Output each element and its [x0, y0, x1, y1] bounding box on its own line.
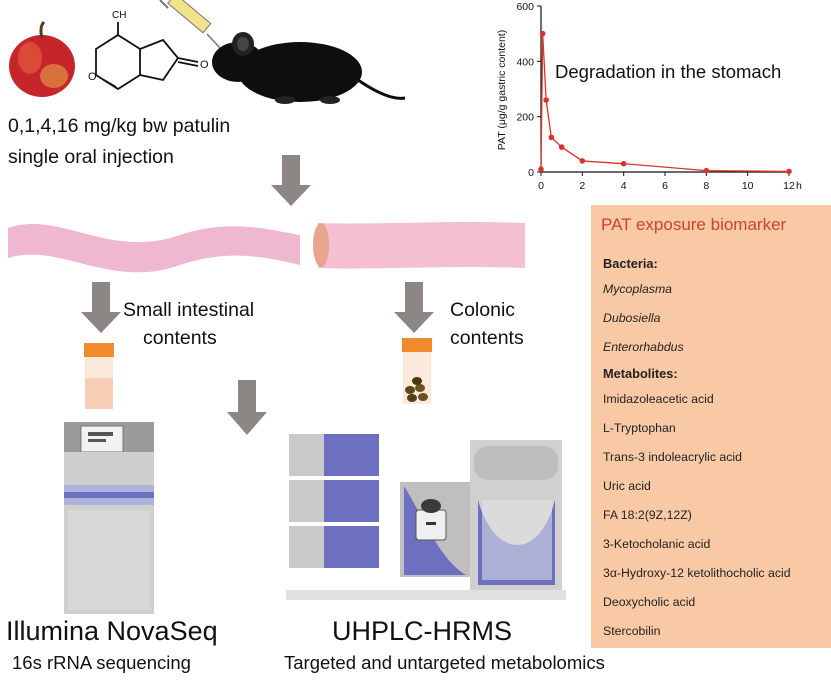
chart-y-tick-label: 600 — [516, 1, 534, 13]
syringe-icon — [159, 0, 221, 49]
chart-data-point — [703, 167, 710, 174]
down-arrow-colon — [394, 282, 434, 333]
mass-spec-icon — [470, 440, 562, 590]
chart-x-tick-label: 8 — [703, 180, 709, 192]
chart-x-tick-label: 0 — [538, 180, 544, 192]
chart-data-point — [538, 166, 544, 173]
colon-shape — [318, 222, 525, 269]
top-illustrations: CH O O — [9, 0, 406, 104]
bacteria-item: Mycoplasma — [603, 282, 673, 296]
chart-data-point — [620, 160, 627, 167]
bacteria-item: Dubosiella — [603, 311, 661, 325]
metabolite-item: L-Tryptophan — [603, 421, 676, 435]
dose-line-2: single oral injection — [8, 146, 174, 168]
small-intestinal-label-2: contents — [143, 327, 217, 349]
bacteria-heading: Bacteria: — [603, 256, 658, 271]
down-arrow-middle — [227, 380, 267, 435]
chart-y-axis-label: PAT (μg/g gastric content) — [496, 30, 508, 150]
colonic-label-2: contents — [450, 327, 524, 349]
bacteria-item: Enterorhabdus — [603, 340, 684, 354]
sample-tube-small-intestine — [84, 343, 114, 409]
chart-data-point — [543, 97, 549, 103]
down-arrow-small-intestine — [81, 282, 121, 333]
metabolite-item: 3α-Hydroxy-12 ketolithocholic acid — [603, 566, 791, 580]
metabolite-item: FA 18:2(9Z,12Z) — [603, 508, 692, 522]
chart-data-point — [539, 30, 546, 37]
down-arrow-top — [271, 155, 311, 206]
chart-data-point — [579, 158, 586, 164]
colonic-label-1: Colonic — [450, 299, 516, 321]
metabolite-item: Trans-3 indoleacrylic acid — [603, 450, 742, 464]
degradation-chart: PAT (μg/g gastric content) 0 200 400 600 0 2 4… — [496, 1, 802, 192]
chart-y-tick-label: 0 — [528, 167, 534, 179]
right-instrument-subtitle: Targeted and untargeted metabolomics — [284, 652, 605, 673]
dose-line-1: 0,1,4,16 mg/kg bw patulin — [8, 115, 231, 137]
mouse-icon — [212, 32, 406, 104]
chart-x-tick-label: 4 — [621, 180, 627, 192]
chart-y-tick-label: 200 — [516, 112, 534, 124]
metabolite-item: Stercobilin — [603, 624, 661, 638]
chart-y-tick-label: 400 — [516, 56, 534, 68]
metabolite-item: 3-Ketocholanic acid — [603, 537, 711, 551]
chart-x-tick-label: 10 — [742, 180, 754, 192]
chart-x-tick-label: 12 — [783, 180, 795, 192]
svg-text:O: O — [200, 59, 209, 71]
chart-data-point — [786, 168, 792, 175]
bench-shadow — [286, 590, 566, 600]
sequencer-icon — [64, 422, 154, 614]
chart-annotation: Degradation in the stomach — [555, 61, 781, 82]
flow-graphics — [8, 155, 525, 435]
left-instrument-title: Illumina NovaSeq — [6, 616, 218, 646]
colon-end — [313, 223, 329, 267]
metabolite-item: Deoxycholic acid — [603, 595, 696, 609]
biomarker-panel-title: PAT exposure biomarker — [601, 215, 787, 234]
chart-x-tick-label: 2 — [579, 180, 585, 192]
chart-x-tick-label: 6 — [662, 180, 668, 192]
sample-tube-colon — [402, 338, 432, 404]
chart-series — [538, 30, 792, 175]
small-intestinal-label-1: Small intestinal — [123, 299, 255, 321]
metabolites-heading: Metabolites: — [603, 366, 678, 381]
small-intestine-shape — [8, 223, 300, 273]
svg-text:O: O — [88, 71, 97, 83]
left-instrument-subtitle: 16s rRNA sequencing — [12, 652, 191, 673]
chart-x-axis-label: h — [796, 180, 802, 192]
molecule-ch-label: CH — [112, 10, 126, 21]
chart-data-point — [558, 144, 565, 150]
apple-icon — [9, 20, 75, 97]
patulin-molecule-icon — [95, 22, 199, 91]
instrument-graphics — [64, 422, 566, 614]
right-instrument-title: UHPLC-HRMS — [332, 616, 513, 646]
autosampler-icon — [400, 482, 470, 577]
metabolite-item: Uric acid — [603, 479, 651, 493]
metabolite-item: Imidazoleacetic acid — [603, 392, 714, 406]
biomarker-panel: PAT exposure biomarker Bacteria: Mycopla… — [591, 205, 831, 648]
lc-stack-icon — [289, 434, 379, 568]
chart-data-point — [548, 134, 555, 141]
